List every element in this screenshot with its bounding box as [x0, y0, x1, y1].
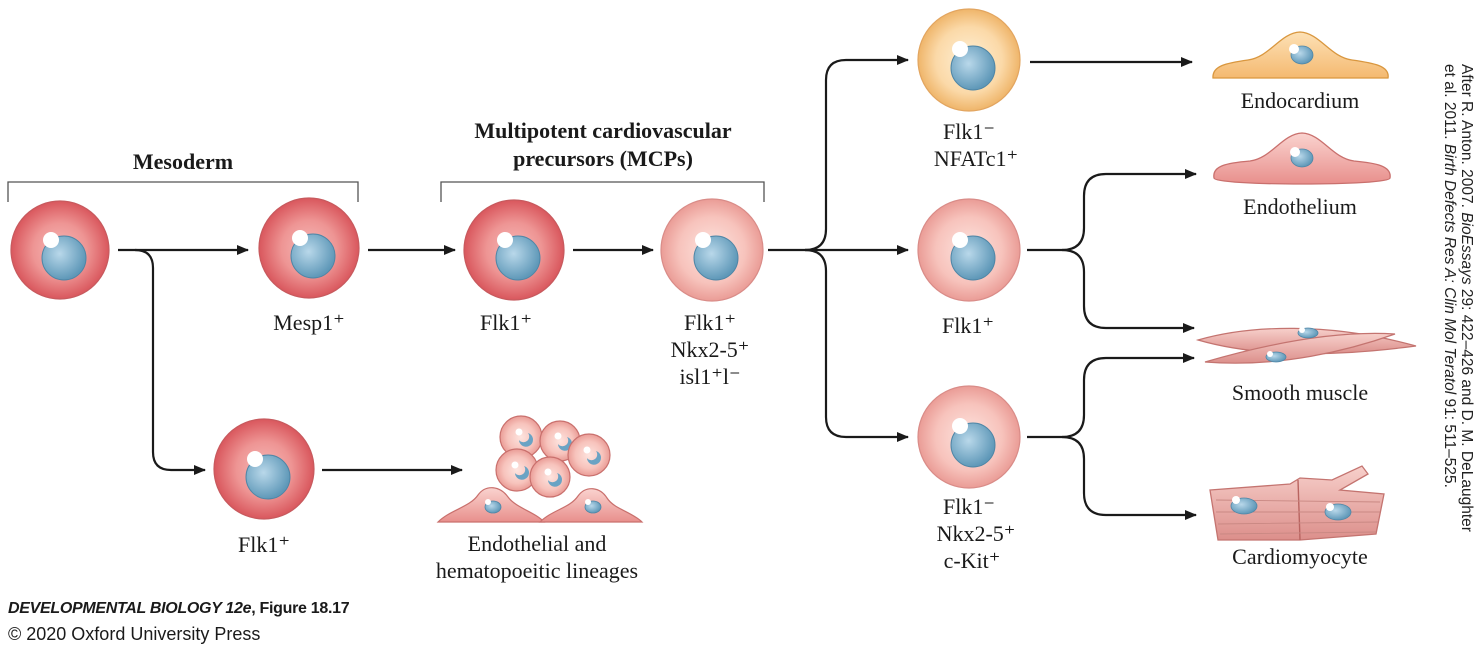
endocardial-progenitor-cell [917, 8, 1021, 112]
mcp-final-cell [660, 198, 764, 302]
mesoderm-header: Mesoderm [133, 149, 233, 174]
label-mcp-final-2: Nkx2-5⁺ [671, 337, 750, 362]
label-endocardium: Endocardium [1241, 88, 1360, 113]
arrow-flk1mid-to-endothelium [1027, 169, 1197, 252]
credit-line-1: After R. Anton. 2007. BioEssays 29: 422–… [1458, 64, 1475, 532]
label-ckit-1: Flk1⁻ [943, 494, 995, 519]
label-mcp-final-3: isl1⁺l⁻ [679, 364, 740, 389]
mcp-header-line1: Multipotent cardiovascular [474, 118, 731, 143]
arrow-mcp-to-ckit-progenitor [804, 248, 909, 442]
endothelium-cell [1213, 132, 1391, 185]
label-endothelium: Endothelium [1243, 194, 1357, 219]
flk1-mcp-cell [463, 199, 565, 301]
label-flk1-mcp: Flk1⁺ [480, 310, 532, 335]
label-cardiomyocyte: Cardiomyocyte [1232, 544, 1368, 569]
figure-caption: DEVELOPMENTAL BIOLOGY 12e, Figure 18.17 [8, 600, 350, 618]
figure-number: , Figure 18.17 [251, 600, 350, 617]
mesoderm-bracket [7, 181, 359, 202]
mcp-bracket [440, 181, 765, 202]
mesoderm-cell [10, 200, 110, 300]
label-smooth-muscle: Smooth muscle [1232, 380, 1368, 405]
label-flk1-lower: Flk1⁺ [238, 532, 290, 557]
smooth-muscle-cells [1195, 327, 1417, 364]
ckit-progenitor-cell [917, 385, 1021, 489]
mesp1-cell [258, 197, 360, 299]
flk1-mid-cell [917, 198, 1021, 302]
cardiomyocyte-cells [1209, 465, 1385, 541]
arrows [118, 55, 1197, 520]
arrow-mesoderm-to-flk1-lower [134, 248, 206, 475]
label-endocardial-progenitor-2: NFATc1⁺ [934, 146, 1018, 171]
arrow-flk1mid-to-smooth-muscle [1061, 248, 1195, 333]
flk1-lower-cell [213, 418, 315, 520]
copyright-line: © 2020 Oxford University Press [8, 624, 261, 644]
book-title: DEVELOPMENTAL BIOLOGY 12e [8, 600, 252, 617]
endocardium-cell [1212, 31, 1389, 79]
arrow-ckit-to-cardiomyocyte [1061, 435, 1197, 520]
endothelial-hematopoietic-cluster [436, 415, 644, 523]
label-endocardial-progenitor-1: Flk1⁻ [943, 119, 995, 144]
arrow-ckit-to-smooth-muscle [1027, 353, 1195, 439]
label-lineages-1: Endothelial and [468, 531, 607, 556]
label-ckit-2: Nkx2-5⁺ [937, 521, 1016, 546]
mcp-header-line2: precursors (MCPs) [513, 146, 693, 171]
label-mcp-final-1: Flk1⁺ [684, 310, 736, 335]
label-ckit-3: c-Kit⁺ [944, 548, 1001, 573]
arrow-mcp-to-endocardial-progenitor [768, 55, 909, 252]
label-lineages-2: hematopoeitic lineages [436, 558, 638, 583]
source-credit: After R. Anton. 2007. BioEssays 29: 422–… [1441, 64, 1475, 604]
label-flk1-mid: Flk1⁺ [942, 313, 994, 338]
credit-line-2: et al. 2011. Birth Defects Res A: Clin M… [1441, 64, 1458, 488]
label-mesp1: Mesp1⁺ [273, 310, 345, 335]
